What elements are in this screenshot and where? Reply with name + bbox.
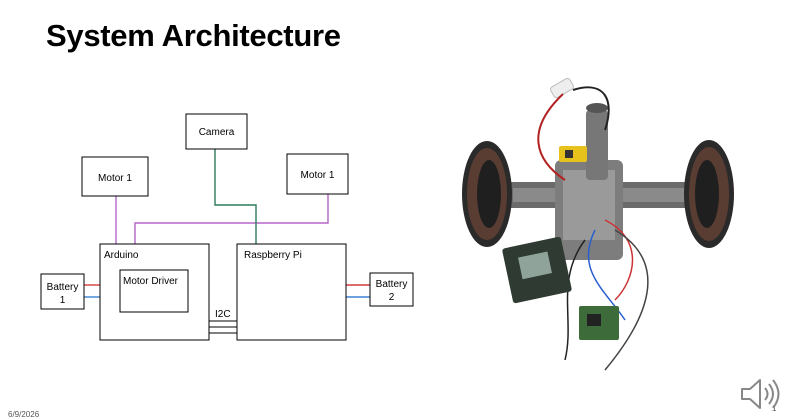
i2c-label: I2C (215, 309, 231, 320)
raspberry-pi-label: Raspberry Pi (244, 250, 302, 261)
raspberry-pi-node: Raspberry Pi (236, 243, 347, 341)
camera-label: Camera (199, 127, 235, 138)
motor-driver-label: Motor Driver (123, 276, 179, 287)
slide-title: System Architecture (46, 18, 341, 53)
i2c-bus-lines (209, 320, 237, 334)
battery-2-number: 2 (389, 292, 395, 303)
battery-1-number: 1 (60, 295, 66, 306)
slide-number: 1 (772, 404, 777, 413)
battery-2-node: Battery 2 (369, 272, 414, 307)
motor-right-label: Motor 1 (301, 170, 335, 181)
footer-date: 6/9/2026 (8, 410, 40, 419)
motor-left-node: Motor 1 (81, 156, 149, 197)
battery1-power-wires (84, 284, 100, 298)
speaker-icon[interactable] (736, 374, 784, 414)
motor-driver-node: Motor Driver (119, 269, 189, 313)
purple-wires (115, 194, 329, 244)
battery2-power-wires (346, 284, 370, 298)
motor-right-node: Motor 1 (286, 153, 349, 195)
green-wire (214, 149, 257, 244)
robot-photo (462, 77, 734, 371)
arduino-label: Arduino (104, 250, 139, 261)
battery-1-label: Battery (47, 282, 79, 293)
battery-2-label: Battery (376, 279, 408, 290)
camera-node: Camera (185, 113, 248, 150)
motor-left-label: Motor 1 (98, 173, 132, 184)
battery-1-node: Battery 1 (40, 273, 85, 310)
